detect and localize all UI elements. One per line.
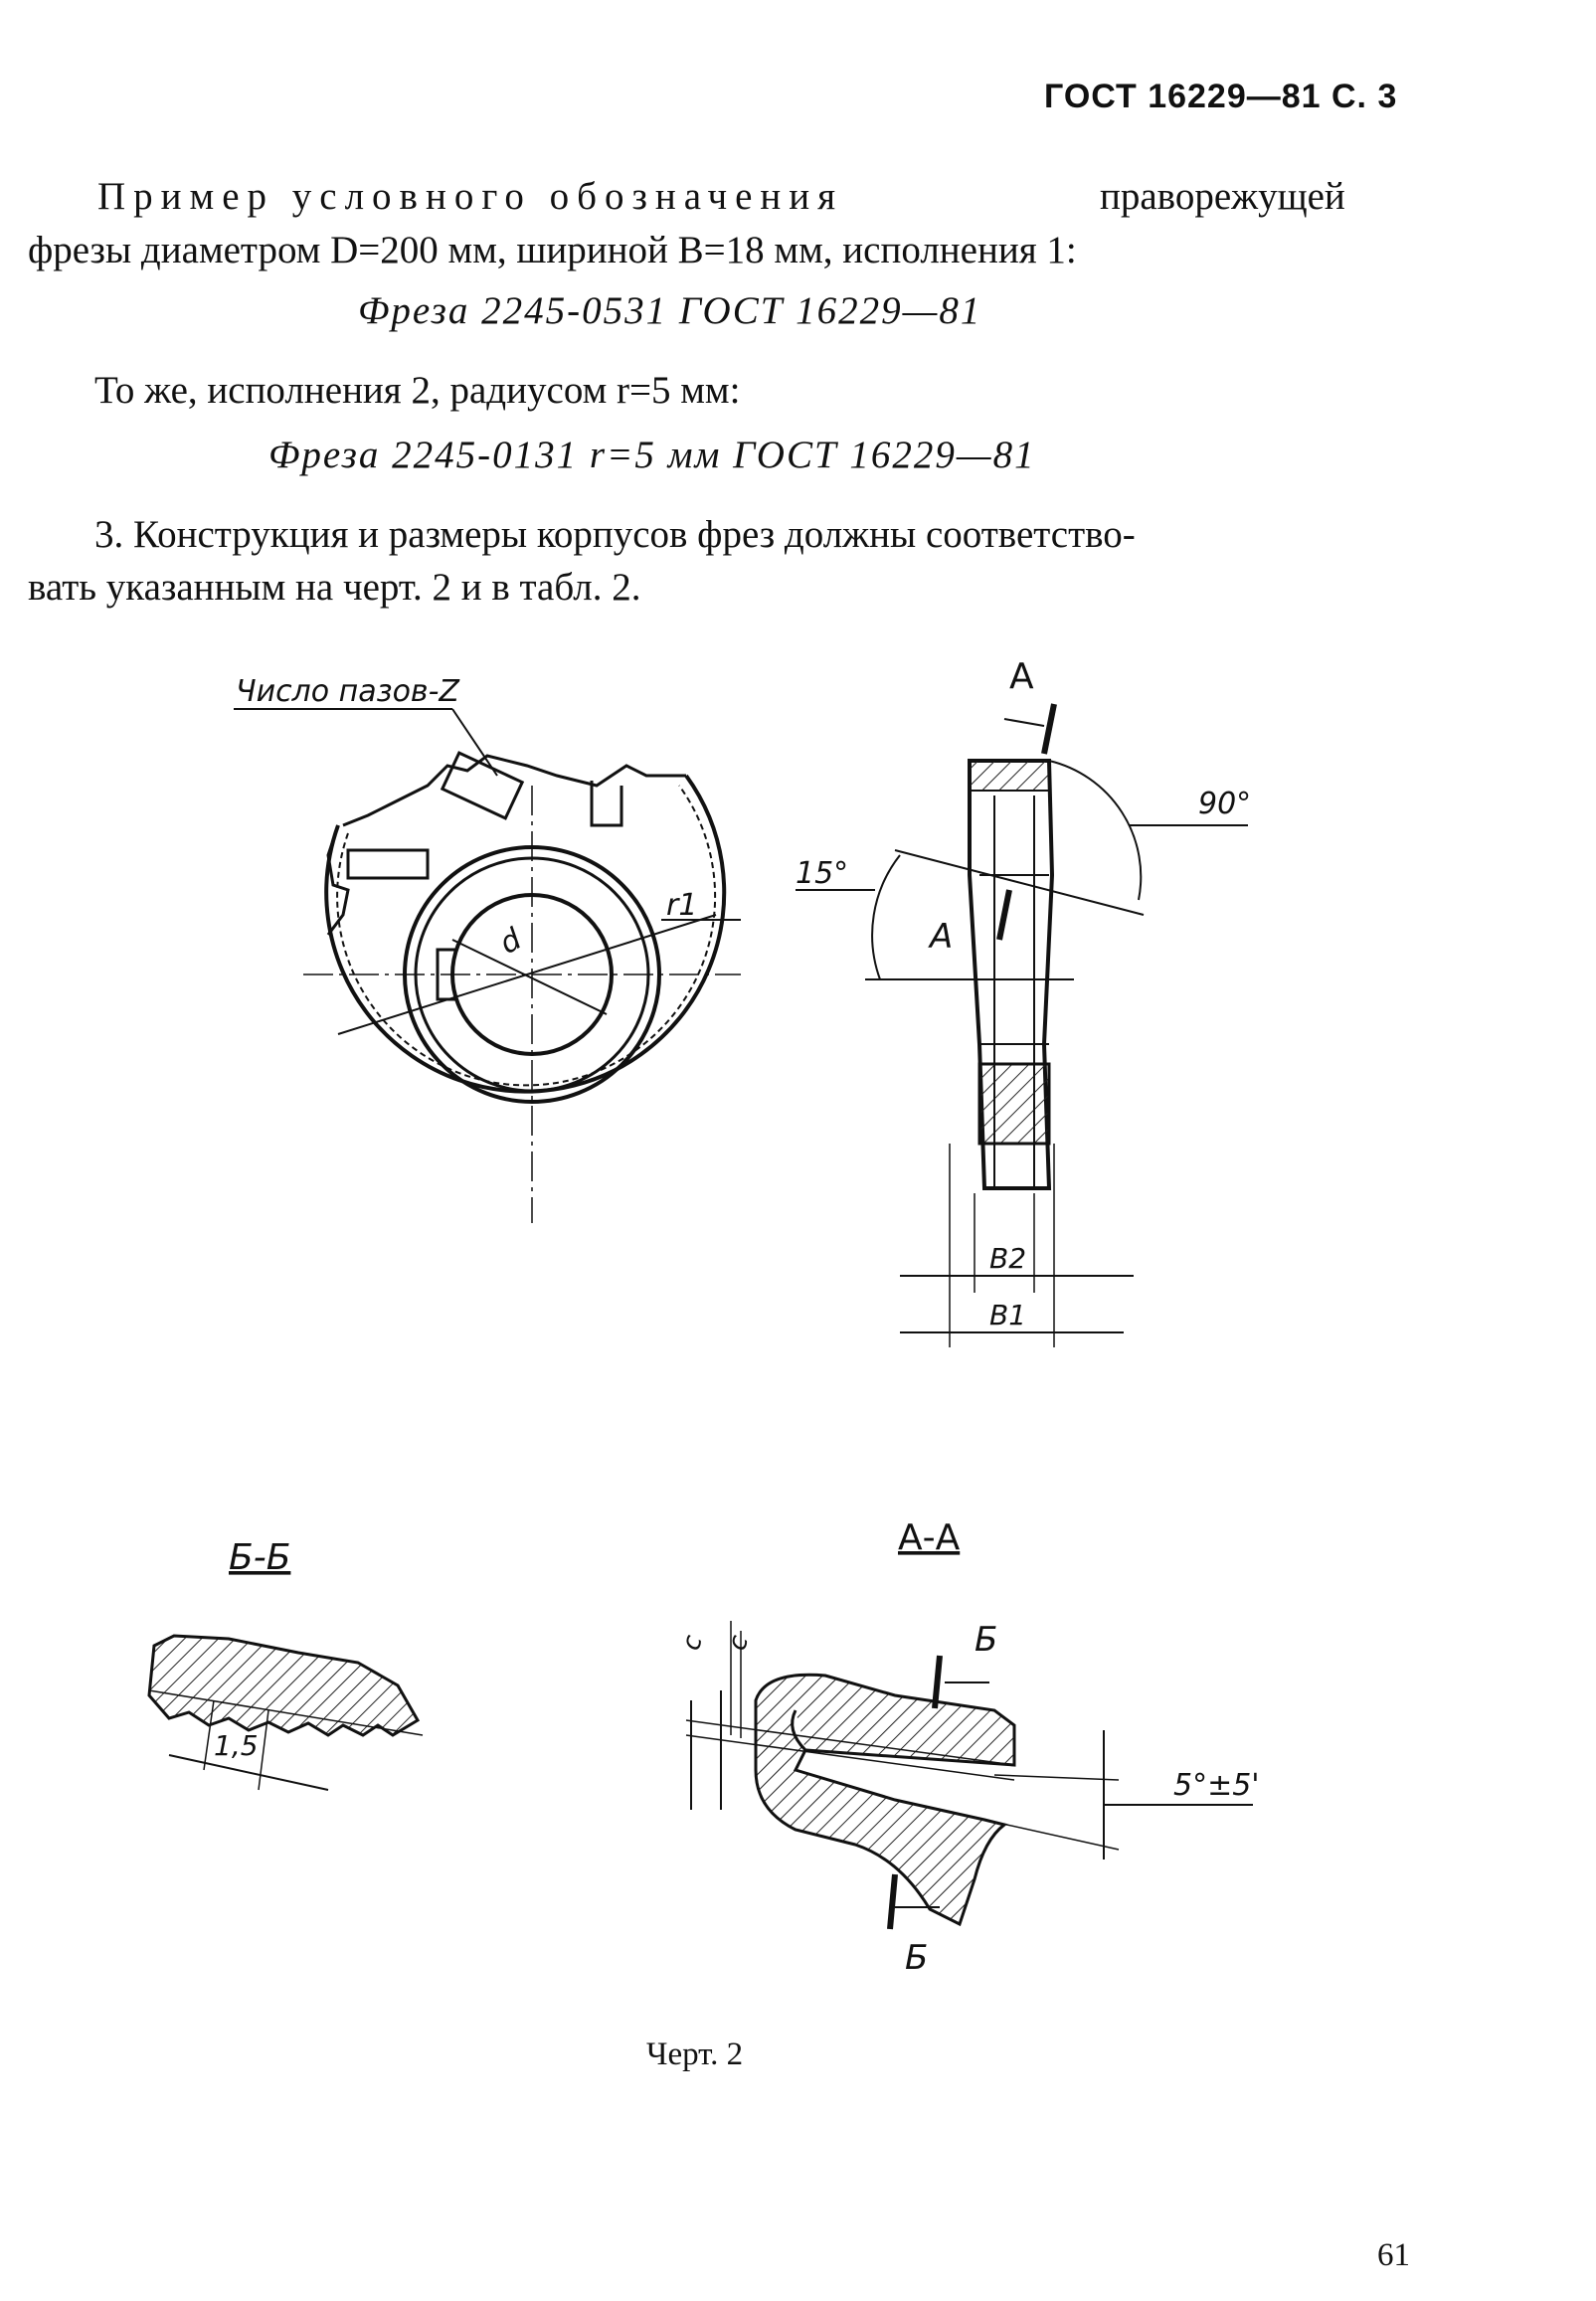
paragraph-construction-line1: 3. Конструкция и размеры корпусов фрез д… xyxy=(94,513,1136,556)
label-d: d xyxy=(494,922,529,962)
paragraph-construction-line2: вать указанным на черт. 2 и в табл. 2. xyxy=(28,566,641,609)
page-header: ГОСТ 16229—81 С. 3 xyxy=(1044,78,1398,115)
paragraph-example-tail: праворежущей xyxy=(1100,175,1345,218)
angle-5: 5°±5' xyxy=(1173,1768,1260,1803)
label-A-side: A xyxy=(928,917,953,957)
label-A-top: A xyxy=(1009,656,1034,697)
angle-15: 15° xyxy=(796,856,848,891)
label-B-top: Б xyxy=(975,1620,997,1660)
label-r1: r1 xyxy=(666,888,697,923)
figure-caption: Черт. 2 xyxy=(646,2036,744,2072)
paragraph-example-spaced: Пример условного обозначения xyxy=(97,175,844,218)
designation-1: Фреза 2245-0531 ГОСТ 16229—81 xyxy=(358,289,982,332)
label-B-bottom: Б xyxy=(905,1938,928,1978)
designation-2: Фреза 2245-0131 r=5 мм ГОСТ 16229—81 xyxy=(268,434,1036,476)
section-BB-title: Б-Б xyxy=(229,1537,290,1578)
dim-B2: B2 xyxy=(989,1242,1026,1275)
section-AA xyxy=(685,1621,1253,1930)
page-number: 61 xyxy=(1377,2237,1410,2273)
dim-c: c xyxy=(676,1632,709,1654)
paragraph-same: То же, исполнения 2, радиусом r=5 мм: xyxy=(94,369,741,412)
section-BB xyxy=(147,1634,424,1791)
cutter-front-view xyxy=(234,708,741,1223)
dim-c2: c xyxy=(722,1632,755,1654)
label-slots: Число пазов-Z xyxy=(236,674,460,709)
paragraph-example: Пример условного обозначения праворежуще… xyxy=(28,169,1420,225)
cutter-side-view xyxy=(796,703,1248,1347)
paragraph-example-line2: фрезы диаметром D=200 мм, шириной B=18 м… xyxy=(28,229,1077,271)
dim-B1: B1 xyxy=(989,1299,1026,1331)
section-AA-title: А-А xyxy=(898,1517,961,1558)
angle-90: 90° xyxy=(1198,787,1251,821)
dim-1-5: 1,5 xyxy=(214,1729,259,1762)
